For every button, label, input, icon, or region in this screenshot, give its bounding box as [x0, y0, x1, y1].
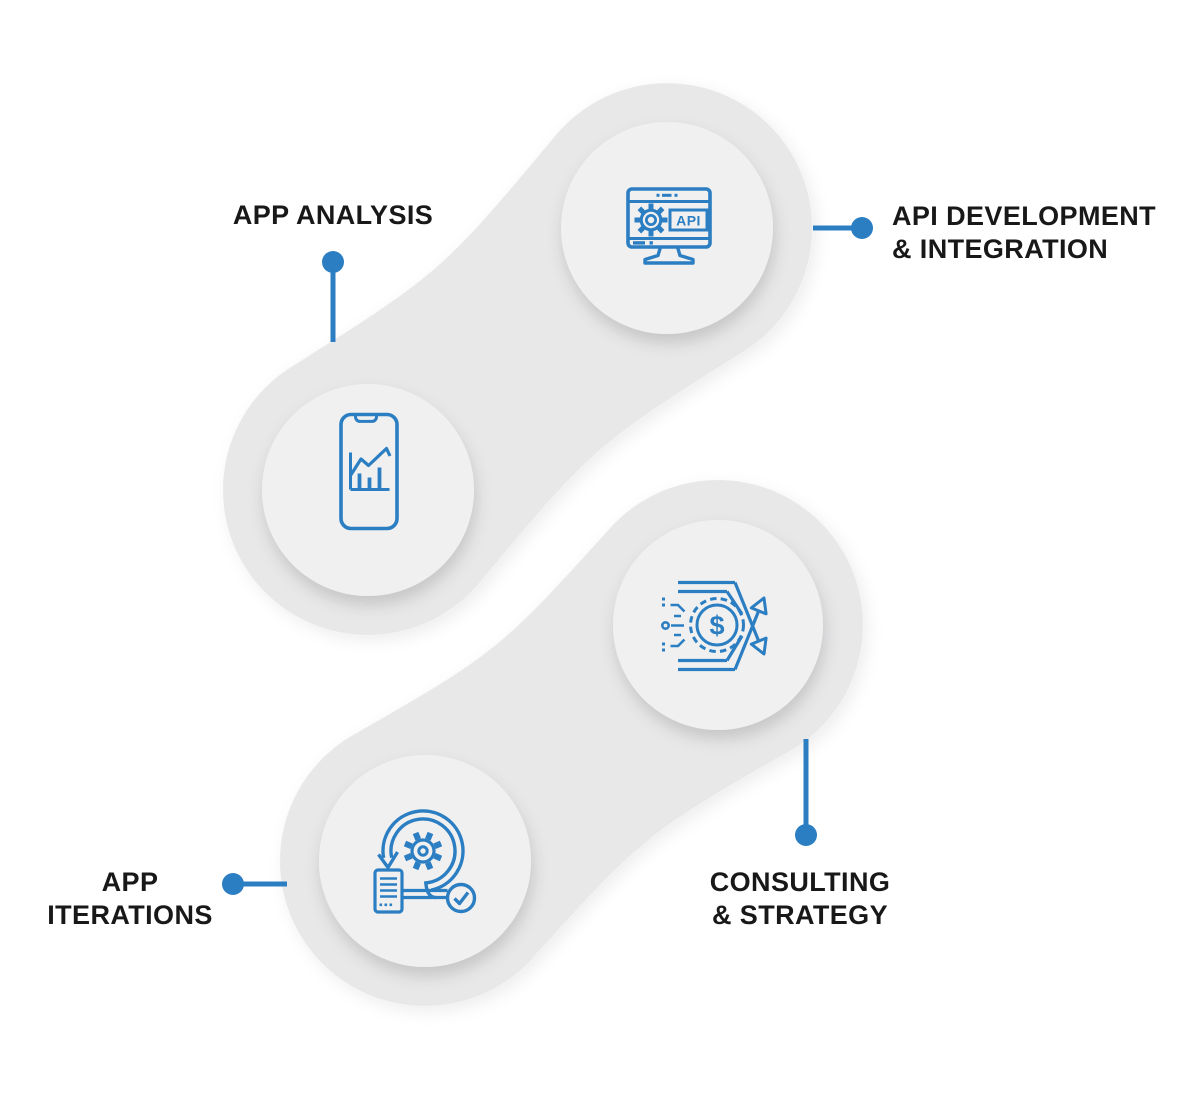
flow-lines — [678, 580, 735, 672]
check-mark — [453, 891, 470, 906]
label-api-development-integration: API DEVELOPMENT & INTEGRATION — [892, 200, 1192, 266]
circuit-dots — [662, 597, 665, 652]
label-consulting-strategy: CONSULTING & STRATEGY — [655, 866, 945, 932]
arrowhead-up-right — [749, 596, 768, 616]
coin-outer-ring — [689, 597, 745, 653]
connector-dots — [222, 217, 873, 895]
loop-arrowhead — [377, 851, 399, 870]
circuit-traces — [670, 603, 686, 648]
api-badge-text: API — [676, 213, 701, 229]
connector-dot-consulting — [795, 824, 817, 846]
phone-body — [339, 412, 399, 531]
arrowhead-down-right — [749, 636, 768, 656]
label-line: API DEVELOPMENT — [892, 201, 1157, 231]
loop-inner-band — [389, 817, 457, 900]
coin-dollar-symbol: $ — [709, 611, 724, 641]
chart-bars — [357, 467, 382, 490]
check-circle — [445, 882, 477, 914]
loop-outer-band — [381, 809, 465, 892]
api-badge-box — [668, 208, 709, 232]
coin-inner-ring — [695, 603, 739, 647]
label-line: ITERATIONS — [47, 900, 213, 930]
circuit-node — [661, 620, 671, 630]
connector-dot-api-development — [851, 217, 873, 239]
monitor-stand — [643, 246, 695, 265]
connector-dot-app-iterations — [222, 873, 244, 895]
iteration-gear-ring — [410, 838, 436, 864]
label-line: & STRATEGY — [711, 900, 888, 930]
label-line: APP ANALYSIS — [232, 200, 434, 230]
service-circle-api-development — [561, 122, 773, 334]
label-app-analysis: APP ANALYSIS — [183, 199, 483, 232]
gear-ring — [639, 208, 663, 232]
document-lines — [380, 877, 397, 898]
connector-dot-app-analysis — [322, 251, 344, 273]
connector-bar — [402, 888, 448, 900]
monitor-footer-dots — [633, 241, 653, 245]
label-line: CONSULTING — [709, 867, 891, 897]
chart-trend-line — [349, 446, 392, 477]
agile-loop-gear-checklist-icon — [373, 809, 477, 914]
monitor-header-dots — [656, 193, 678, 197]
money-flow-arrows-icon: $ — [661, 580, 768, 672]
gear-hub — [644, 213, 657, 226]
iteration-gear-hub — [417, 845, 429, 857]
phone-notch — [354, 415, 378, 423]
gear-teeth — [634, 203, 668, 237]
service-circle-consulting — [613, 520, 823, 730]
smartphone-analytics-icon — [339, 412, 399, 531]
monitor-api-gear-icon: API — [626, 187, 712, 265]
label-line: & INTEGRATION — [892, 234, 1109, 264]
label-line: APP — [101, 867, 159, 897]
label-app-iterations: APP ITERATIONS — [5, 866, 255, 932]
iteration-gear-teeth — [403, 831, 443, 871]
document-dots — [379, 903, 393, 907]
monitor-frame — [626, 187, 712, 249]
cross-arrow-shafts — [725, 581, 761, 671]
